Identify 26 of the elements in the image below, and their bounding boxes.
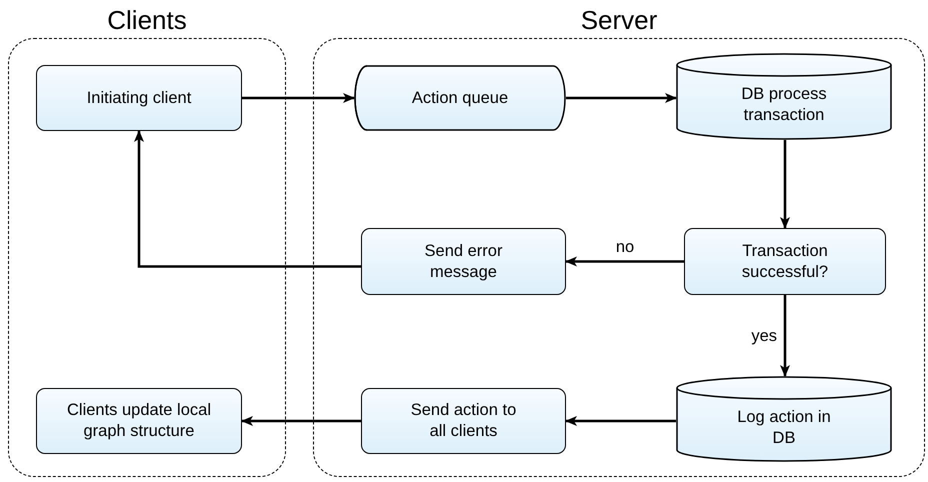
process-box xyxy=(361,228,566,295)
arrow xyxy=(780,140,790,229)
process-box xyxy=(36,65,242,131)
node-label: Clients update local graph structure xyxy=(66,400,212,442)
arrow xyxy=(241,416,361,426)
arrow xyxy=(134,130,361,268)
process-box xyxy=(361,388,566,454)
node-label: DB process transaction xyxy=(740,84,828,126)
node-label: Transaction successful? xyxy=(740,240,830,282)
arrow xyxy=(780,295,790,377)
node-label: Send error message xyxy=(424,240,504,282)
process-box xyxy=(684,228,886,295)
queue-cylinder xyxy=(354,65,566,131)
node-label: Action queue xyxy=(410,88,510,108)
arrow xyxy=(566,93,677,103)
database-cylinder xyxy=(676,53,892,140)
process-box xyxy=(36,388,242,454)
arrow xyxy=(565,256,684,266)
group-heading: Clients xyxy=(106,5,188,35)
database-cylinder xyxy=(676,376,892,462)
node-label: Send action to all clients xyxy=(410,400,518,442)
node-label: Initiating client xyxy=(86,88,192,108)
group-heading: Server xyxy=(580,5,658,35)
arrow xyxy=(242,93,355,103)
node-label: Log action in DB xyxy=(736,406,832,449)
arrow xyxy=(565,416,676,426)
